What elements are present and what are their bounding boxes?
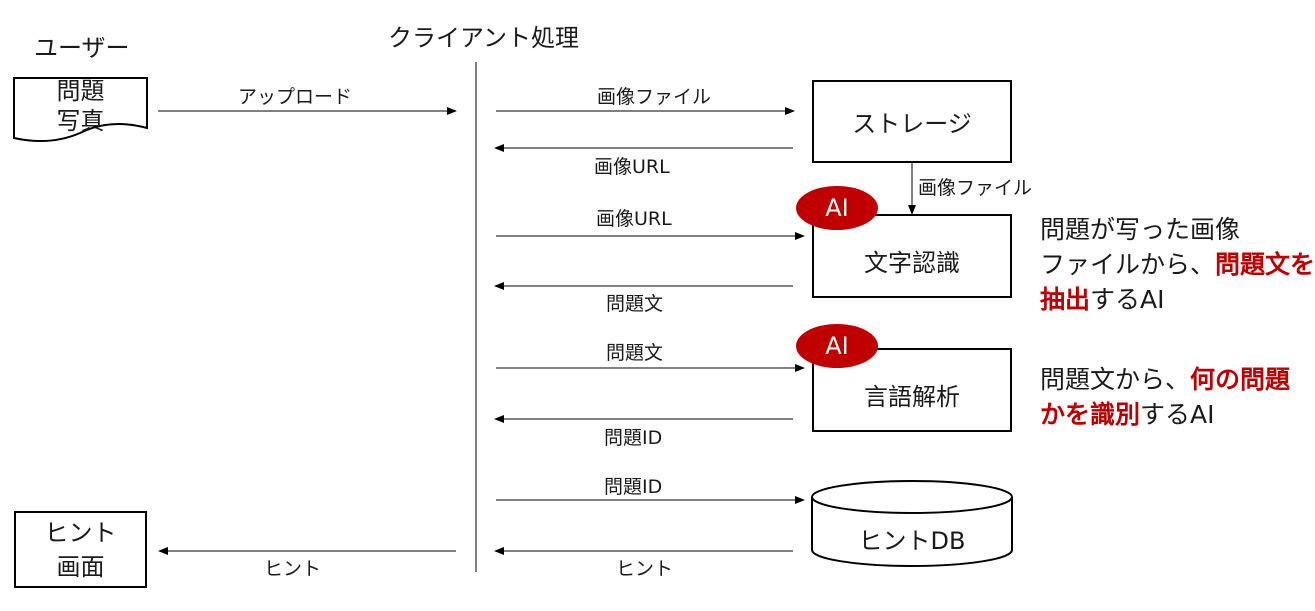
- upload-label: アップロード: [238, 86, 353, 108]
- ocr-description: 問題が写った画像 ファイルから、問題文を 抽出するAI: [1040, 212, 1315, 317]
- ocr-label: 文字認識: [864, 248, 960, 277]
- nlp-ai-badge: AI: [796, 324, 878, 368]
- ocr-desc-line2b: 問題文を: [1215, 250, 1315, 279]
- nlp-desc-line1: 問題文から、何の問題: [1040, 362, 1290, 397]
- hint-return-label: ヒント: [616, 558, 674, 580]
- ocr-desc-line2: ファイルから、問題文を: [1040, 247, 1315, 282]
- ocr-desc-line3a: 抽出: [1040, 285, 1091, 314]
- hint-db-label: ヒントDB: [858, 527, 966, 555]
- user-header: ユーザー: [34, 34, 130, 62]
- hint-to-user-label: ヒント: [264, 558, 322, 580]
- storage-box: ストレージ: [812, 80, 1012, 163]
- ocr-desc-line1: 問題が写った画像: [1040, 215, 1241, 244]
- image-url-to-ocr-label: 画像URL: [596, 208, 672, 230]
- ocr-desc-line2a: ファイルから、: [1040, 250, 1216, 279]
- nlp-desc-line1b: 何の問題: [1190, 365, 1291, 394]
- photo-document-shape: [13, 77, 148, 142]
- problem-text-return-label: 問題文: [606, 293, 664, 315]
- ocr-ai-badge: AI: [796, 186, 878, 230]
- ocr-desc-line3: 抽出するAI: [1040, 282, 1315, 317]
- hint-db-cylinder: [811, 480, 1013, 567]
- hint-screen-line2: 画面: [56, 552, 105, 581]
- nlp-label: 言語解析: [864, 382, 960, 411]
- photo-document: 問題 写真: [14, 76, 147, 136]
- nlp-desc-line1a: 問題文から、: [1040, 365, 1191, 394]
- ocr-desc-line3b: するAI: [1090, 285, 1165, 314]
- problem-text-to-nlp-label: 問題文: [606, 342, 664, 364]
- problem-id-return-label: 問題ID: [604, 427, 663, 449]
- problem-id-to-db-label: 問題ID: [604, 476, 663, 498]
- nlp-desc-line2: かを識別するAI: [1040, 397, 1290, 432]
- storage-to-ocr-label: 画像ファイル: [918, 177, 1033, 199]
- image-url-return-label: 画像URL: [594, 156, 670, 178]
- storage-label: ストレージ: [852, 110, 972, 138]
- photo-line2: 写真: [56, 107, 105, 135]
- nlp-desc-line2a: かを識別: [1040, 400, 1141, 429]
- client-header: クライアント処理: [388, 24, 580, 52]
- nlp-desc-line2b: するAI: [1140, 400, 1215, 429]
- hint-screen-line1: ヒント: [44, 518, 117, 547]
- hint-screen-box: ヒント 画面: [14, 511, 147, 588]
- photo-line1: 問題: [56, 77, 105, 105]
- nlp-description: 問題文から、何の問題 かを識別するAI: [1040, 362, 1290, 432]
- image-file-label: 画像ファイル: [597, 86, 712, 108]
